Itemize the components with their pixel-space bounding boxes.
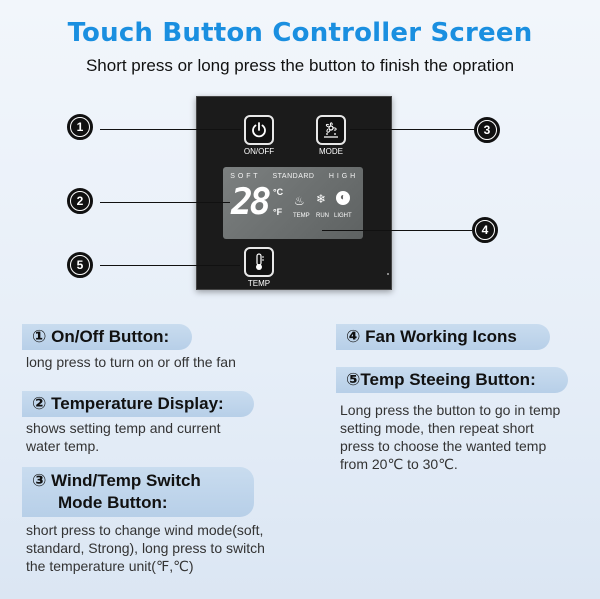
section-title-fan-working-icons: ④ Fan Working Icons xyxy=(336,324,550,350)
mode-label: MODE xyxy=(319,147,343,156)
thermometer-icon xyxy=(256,253,264,270)
callout-number-5: 5 xyxy=(67,252,93,278)
panel-indicator-dot xyxy=(387,273,389,275)
callout-number-2: 2 xyxy=(67,188,93,214)
section-desc-wind-temp-switch-1: short press to change wind mode(soft, xyxy=(26,522,264,538)
section-desc-temperature-display-2: water temp. xyxy=(26,438,100,454)
mode-button[interactable] xyxy=(316,115,346,145)
page-subtitle: Short press or long press the button to … xyxy=(85,56,515,75)
callout-line-1 xyxy=(100,129,241,130)
section-title-on-off: ① On/Off Button: xyxy=(22,324,192,350)
wind-mode-indicators: S O F T STANDARD H I G H xyxy=(223,173,363,180)
mode-standard-label: STANDARD xyxy=(272,173,315,180)
temp-heater-icon: ♨ xyxy=(294,194,305,208)
fahrenheit-unit: °F xyxy=(273,207,283,217)
fan-run-icon: ❄ xyxy=(316,192,327,206)
section-desc-on-off: long press to turn on or off the fan xyxy=(26,354,236,370)
light-icon: ◐ xyxy=(336,191,350,205)
on-off-label: ON/OFF xyxy=(243,147,275,156)
section-desc-temp-setting-2: setting mode, then repeat short xyxy=(340,420,534,436)
section-desc-temp-setting-4: from 20℃ to 30℃. xyxy=(340,456,458,472)
temp-label: TEMP xyxy=(247,279,271,288)
section-desc-temp-setting-1: Long press the button to go in temp xyxy=(340,402,561,418)
section-desc-temperature-display-1: shows setting temp and current xyxy=(26,420,221,436)
callout-line-3 xyxy=(350,129,474,130)
celsius-unit: °C xyxy=(273,187,284,197)
power-icon xyxy=(252,122,266,138)
section-title-wind-temp-switch-1: ③ Wind/Temp Switch xyxy=(32,471,201,490)
section-title-wind-temp-switch-2: Mode Button: xyxy=(58,493,168,512)
section-title-wind-temp-switch: ③ Wind/Temp Switch Mode Button: xyxy=(22,467,254,517)
callout-number-4: 4 xyxy=(472,217,498,243)
callout-number-3: 3 xyxy=(474,117,500,143)
section-desc-wind-temp-switch-3: the temperature unit(℉,℃) xyxy=(26,558,194,574)
fan-mode-icon xyxy=(324,122,338,138)
light-icon-label: LIGHT xyxy=(334,213,352,219)
mode-high-label: H I G H xyxy=(328,173,356,180)
controller-panel: ON/OFF MODE S O F T STANDARD H I G H 28 … xyxy=(196,96,392,290)
section-title-temp-setting-button: ⑤Temp Steeing Button: xyxy=(336,367,568,393)
callout-line-2 xyxy=(100,202,230,203)
section-title-temperature-display: ② Temperature Display: xyxy=(22,391,254,417)
section-desc-wind-temp-switch-2: standard, Strong), long press to switch xyxy=(26,540,265,556)
temperature-display: S O F T STANDARD H I G H 28 °C °F ♨ ❄ ◐ … xyxy=(223,167,363,239)
temperature-value: 28 xyxy=(231,182,271,223)
callout-number-1: 1 xyxy=(67,114,93,140)
temp-icon-label: TEMP xyxy=(293,213,310,219)
page-title: Touch Button Controller Screen xyxy=(67,18,533,48)
callout-line-5 xyxy=(100,265,240,266)
temp-button[interactable] xyxy=(244,247,274,277)
mode-soft-label: S O F T xyxy=(230,173,259,180)
run-icon-label: RUN xyxy=(316,213,329,219)
callout-line-4 xyxy=(322,230,472,231)
on-off-button[interactable] xyxy=(244,115,274,145)
section-desc-temp-setting-3: press to choose the wanted temp xyxy=(340,438,547,454)
